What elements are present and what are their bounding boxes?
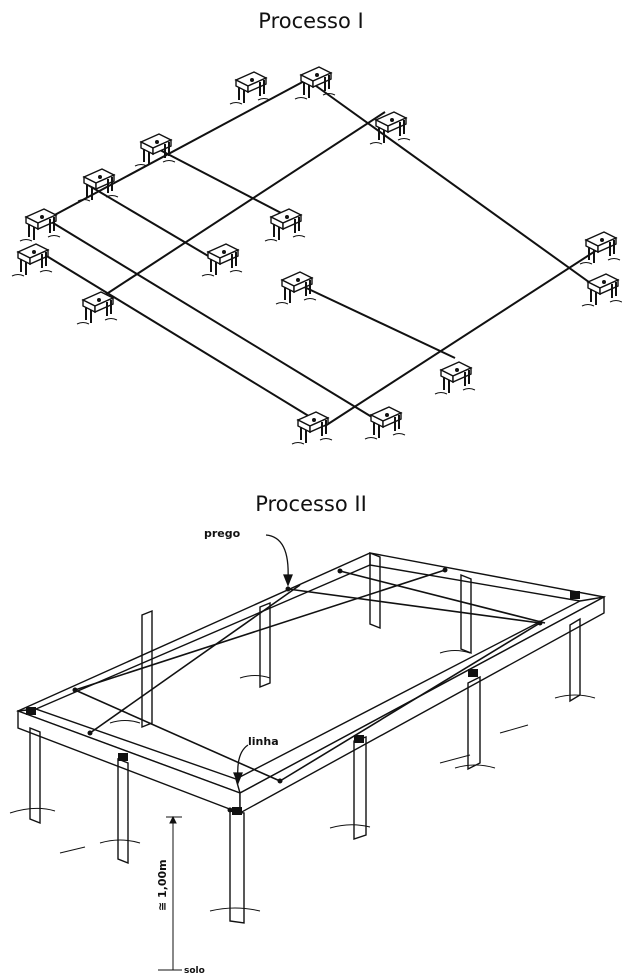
batter-board [275, 271, 317, 305]
nail-label: prego [204, 527, 241, 540]
batter-frame [16, 552, 607, 815]
batter-board [77, 168, 119, 202]
batter-boards [11, 66, 622, 445]
height-dimension [158, 815, 182, 971]
line-label: linha [248, 735, 279, 748]
batter-board [579, 231, 621, 265]
batter-board [264, 208, 306, 242]
process-1-title: Processo I [258, 9, 364, 33]
batter-board [294, 66, 336, 100]
batter-board [229, 71, 271, 105]
callouts [233, 534, 293, 785]
string-lines [74, 569, 546, 782]
batter-board [364, 406, 406, 440]
nails [26, 567, 580, 815]
height-label: ≅ 1,00m [156, 859, 169, 911]
batter-board [11, 243, 53, 277]
ground-marks [9, 650, 596, 912]
batter-board [581, 273, 622, 307]
string-lines [35, 77, 601, 427]
batter-board [369, 111, 411, 145]
batter-board [434, 361, 476, 395]
ground-label: solo [184, 966, 205, 974]
batter-board [201, 243, 243, 277]
batter-board [134, 133, 176, 167]
process-2-title: Processo II [255, 492, 367, 516]
batter-board [291, 411, 333, 445]
batter-board [76, 291, 118, 325]
batter-board [19, 208, 61, 242]
process-2-diagram: prego linha ≅ 1,00m solo [9, 527, 607, 974]
process-1-diagram [11, 66, 622, 445]
